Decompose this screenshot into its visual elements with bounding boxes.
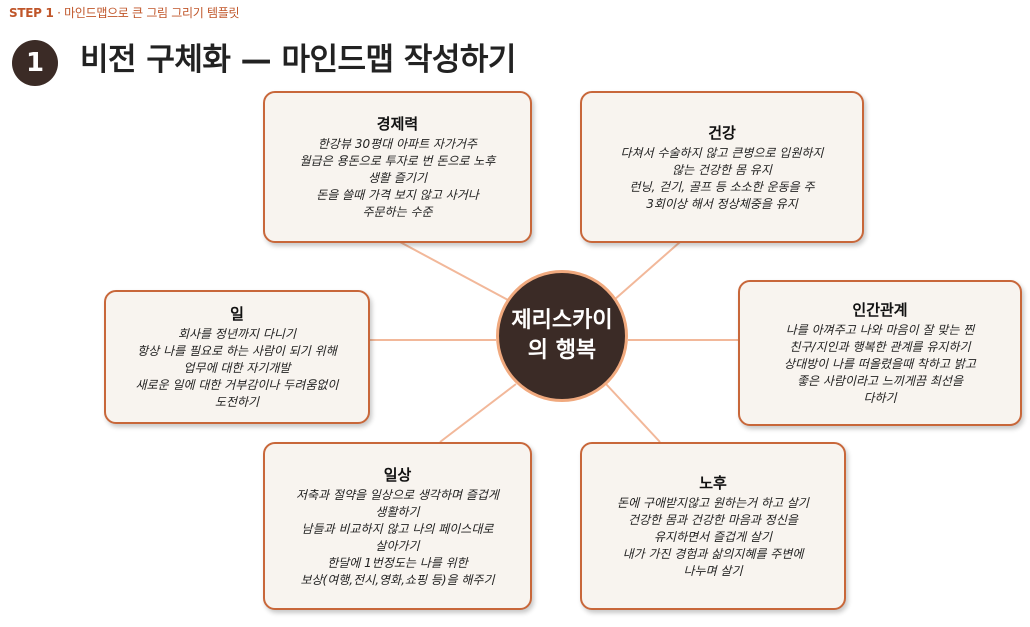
node-line: 친구/지인과 행복한 관계를 유지하기 <box>789 340 971 354</box>
connector-daily <box>439 383 517 443</box>
node-title: 인간관계 <box>852 301 908 319</box>
node-title: 일 <box>230 305 244 323</box>
center-node: 제리스카이 의 행복 <box>496 270 628 402</box>
node-line: 한강뷰 30평대 아파트 자가거주 <box>317 137 478 151</box>
step-number-badge: 1 <box>12 40 58 86</box>
node-line: 월급은 용돈으로 투자로 번 돈으로 노후 <box>299 154 496 168</box>
node-title: 일상 <box>383 465 412 484</box>
node-line: 회사를 정년까지 다니기 <box>177 327 296 341</box>
node-line: 다하기 <box>863 391 897 405</box>
node-line: 건강한 몸과 건강한 마음과 정신을 <box>628 513 798 527</box>
node-line: 저축과 절약을 일상으로 생각하며 즐겁게 <box>296 487 499 502</box>
node-line: 상대방이 나를 떠올렸을때 착하고 밝고 <box>784 357 976 371</box>
node-line: 않는 건강한 몸 유지 <box>672 162 772 177</box>
node-title: 건강 <box>708 123 736 142</box>
node-line: 살아가기 <box>375 538 420 553</box>
node-line: 항상 나를 필요로 하는 사람이 되기 위해 <box>137 344 337 358</box>
node-line: 한달에 1번정도는 나를 위한 <box>327 555 468 570</box>
node-economy: 경제력 한강뷰 30평대 아파트 자가거주 월급은 용돈으로 투자로 번 돈으로… <box>263 91 532 243</box>
node-line: 돈에 구애받지않고 원하는거 하고 살기 <box>617 496 809 510</box>
node-line: 내가 가진 경험과 삶의지혜를 주변에 <box>622 547 804 561</box>
step-label: STEP 1 · 마인드맵으로 큰 그림 그리기 템플릿 <box>9 6 240 20</box>
node-line: 유지하면서 즐겁게 살기 <box>653 530 773 544</box>
node-line: 3회이상 해서 정상체중을 유지 <box>646 196 798 211</box>
node-line: 생활하기 <box>375 504 420 519</box>
node-line: 새로운 일에 대한 거부감이나 두려움없이 <box>135 378 339 392</box>
node-title: 노후 <box>699 474 727 492</box>
node-title: 경제력 <box>376 115 419 133</box>
node-daily: 일상 저축과 절약을 일상으로 생각하며 즐겁게 생활하기 남들과 비교하지 않… <box>263 442 532 610</box>
node-line: 런닝, 걷기, 골프 등 소소한 운동을 주 <box>629 179 815 194</box>
node-retirement: 노후 돈에 구애받지않고 원하는거 하고 살기 건강한 몸과 건강한 마음과 정… <box>580 442 846 610</box>
node-line: 나를 아껴주고 나와 마음이 잘 맞는 찐 <box>785 323 975 337</box>
node-line: 생활 즐기기 <box>367 171 427 185</box>
node-work: 일 회사를 정년까지 다니기 항상 나를 필요로 하는 사람이 되기 위해 업무… <box>104 290 370 424</box>
node-line: 나누며 살기 <box>683 564 743 578</box>
node-line: 좋은 사람이라고 느끼게끔 최선을 <box>796 374 963 388</box>
node-line: 보상(여행,전시,영화,쇼핑 등)을 해주기 <box>300 572 495 587</box>
node-relations: 인간관계 나를 아껴주고 나와 마음이 잘 맞는 찐 친구/지인과 행복한 관계… <box>738 280 1022 426</box>
node-line: 주문하는 수준 <box>362 205 433 219</box>
center-text: 제리스카이 의 행복 <box>511 308 613 363</box>
node-line: 남들과 비교하지 않고 나의 페이스대로 <box>301 521 494 536</box>
node-health: 건강 다쳐서 수술하지 않고 큰병으로 입원하지 않는 건강한 몸 유지 런닝,… <box>580 91 864 243</box>
page-title: 비전 구체화 — 마인드맵 작성하기 <box>80 42 516 78</box>
node-line: 업무에 대한 자기개발 <box>183 361 291 375</box>
connector-health <box>613 241 681 301</box>
node-line: 도전하기 <box>214 395 260 409</box>
node-line: 다쳐서 수술하지 않고 큰병으로 입원하지 <box>620 145 824 160</box>
node-line: 돈을 쓸때 가격 보지 않고 사거나 <box>316 188 479 202</box>
connector-retirement <box>605 383 661 443</box>
connector-economy <box>399 241 509 301</box>
